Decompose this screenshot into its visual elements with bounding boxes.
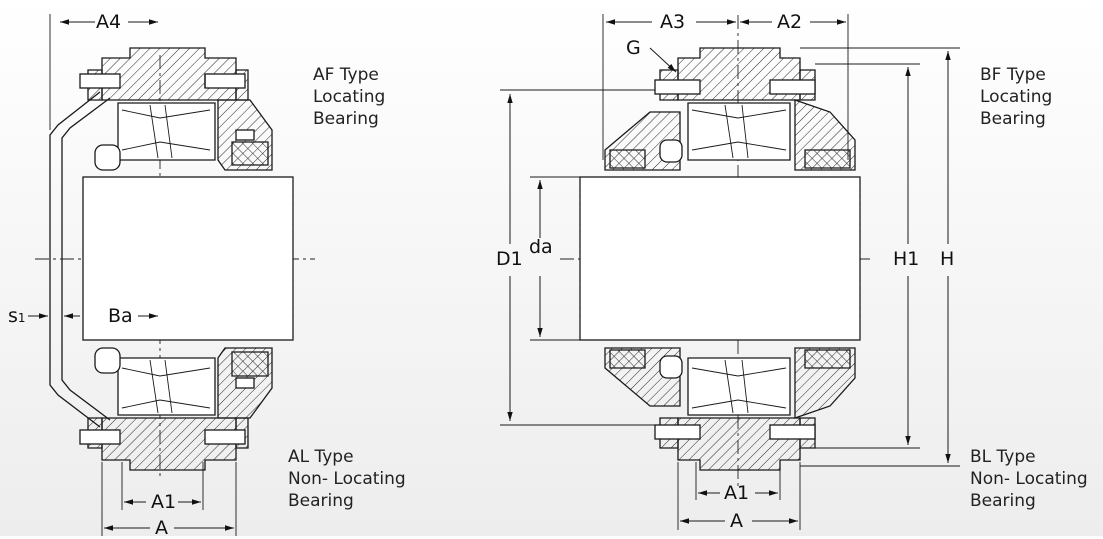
right-bearing-drawing <box>500 14 960 530</box>
af-type-note: AF Type Locating Bearing <box>313 64 385 130</box>
al-type-line-2: Non- Locating <box>288 469 406 489</box>
af-type-line-2: Locating <box>313 87 386 107</box>
bf-type-line-1: BF Type <box>980 65 1046 85</box>
dim-d1-label: D1 <box>496 248 523 270</box>
al-type-line-1: AL Type <box>288 447 354 467</box>
dim-a3-label: A3 <box>660 11 686 33</box>
bl-type-line-1: BL Type <box>970 447 1036 467</box>
dim-s1-subscript: 1 <box>17 311 26 325</box>
dim-s1-main: s <box>8 305 18 327</box>
dim-a-label-left: A <box>155 517 168 539</box>
dim-da-label: da <box>529 236 553 258</box>
bl-type-note: BL Type Non- Locating Bearing <box>970 446 1088 512</box>
bl-type-line-2: Non- Locating <box>970 469 1088 489</box>
dim-s1-label: s1 <box>8 306 26 329</box>
dim-h-label: H <box>940 248 955 270</box>
dim-h1-label: H1 <box>893 248 920 270</box>
bf-type-line-2: Locating <box>980 87 1053 107</box>
left-bearing-drawing <box>28 14 315 536</box>
al-type-line-3: Bearing <box>288 491 354 511</box>
dim-a1-label-left: A1 <box>151 491 177 513</box>
af-type-line-3: Bearing <box>313 109 379 129</box>
dim-a1-label-right: A1 <box>724 482 750 504</box>
dim-a-label-right: A <box>730 510 743 532</box>
dim-ba-label: Ba <box>108 305 133 327</box>
bl-type-line-3: Bearing <box>970 491 1036 511</box>
dim-a2-label: A2 <box>777 11 803 33</box>
dim-g-label: G <box>626 37 641 59</box>
dim-a4-label: A4 <box>96 11 122 33</box>
bf-type-note: BF Type Locating Bearing <box>980 64 1052 130</box>
bf-type-line-3: Bearing <box>980 109 1046 129</box>
al-type-note: AL Type Non- Locating Bearing <box>288 446 406 512</box>
af-type-line-1: AF Type <box>313 65 379 85</box>
